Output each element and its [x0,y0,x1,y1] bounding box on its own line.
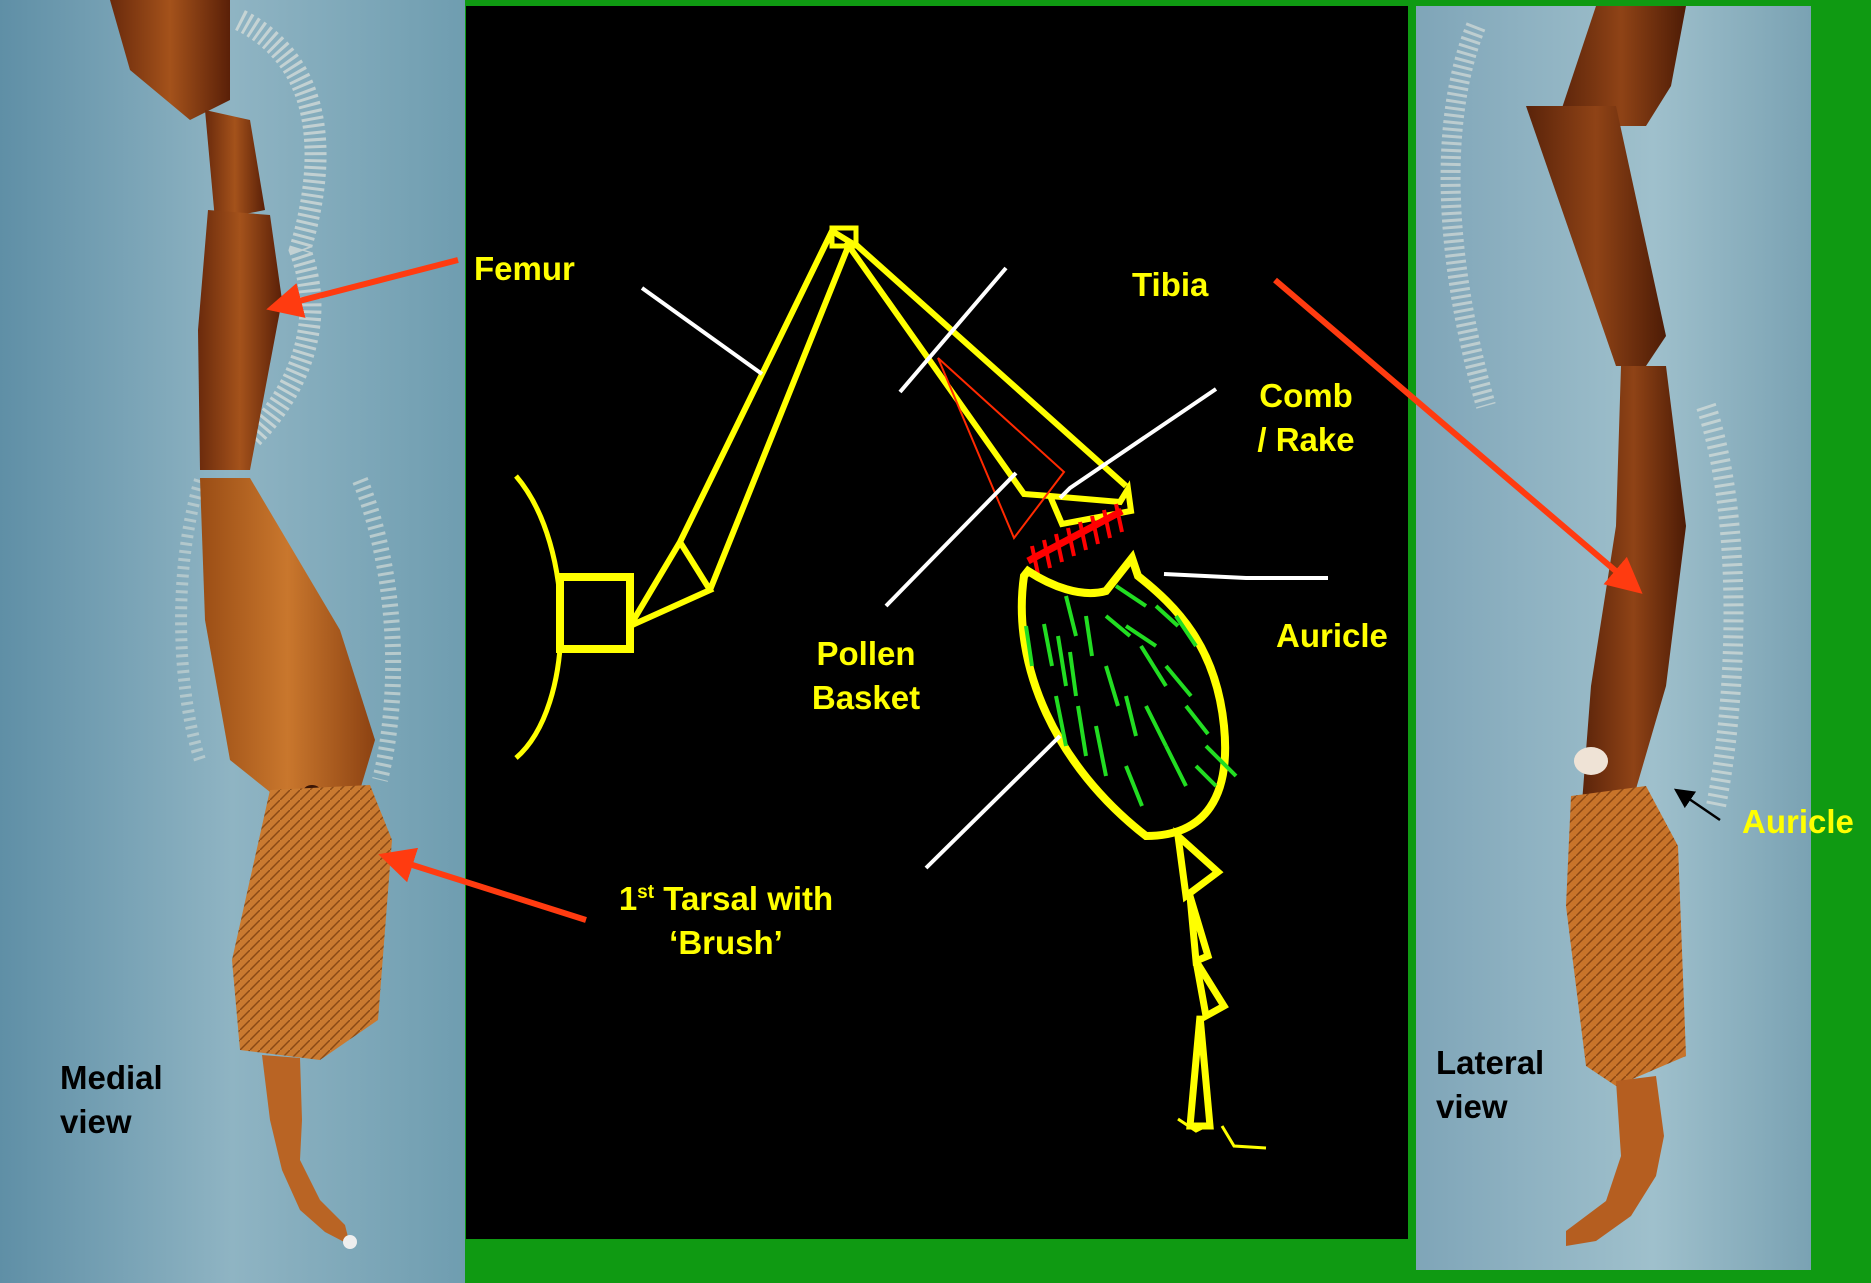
first-tarsal-label: 1st Tarsal with‘Brush’ [576,871,876,965]
basitarsus-outline [1022,558,1225,836]
distal-tarsi-outline [1178,836,1224,1126]
body-outline [516,476,561,758]
pollen-basket-outline [938,358,1064,538]
hind-leg-schematic [466,6,1408,1239]
tibia-outline [846,242,1131,524]
femur-outline [630,231,850,626]
tibia-label: Tibia [1132,263,1208,307]
femur-label: Femur [474,247,575,291]
brush-hairs [1026,586,1236,806]
coxa-outline [560,577,630,649]
comb-rake-label: Comb/ Rake [1236,374,1376,462]
auricle-photo-label: Auricle [1742,800,1854,844]
auricle-diagram-label: Auricle [1276,614,1388,658]
